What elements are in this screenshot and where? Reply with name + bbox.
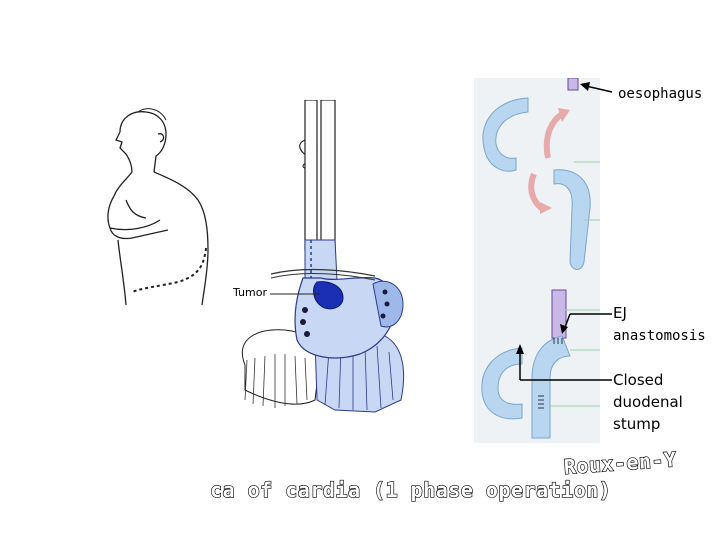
closed-label-line3: stump bbox=[613, 415, 660, 435]
closed-label-line1: Closed bbox=[613, 371, 663, 391]
caption-ca-of-cardia: ca of cardia (1 phase operation) bbox=[210, 478, 611, 502]
closed-label-line2: duodenal bbox=[613, 393, 683, 413]
anastomosis-label: anastomosis bbox=[613, 327, 706, 345]
oesophagus-label: oesophagus bbox=[618, 85, 702, 103]
ej-label: EJ bbox=[613, 304, 627, 324]
